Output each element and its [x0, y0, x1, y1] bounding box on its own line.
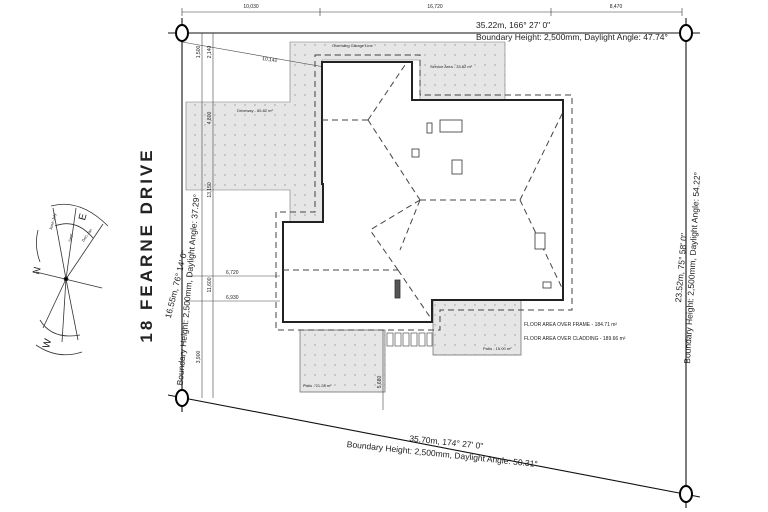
- street-title: 18 FEARNE DRIVE: [137, 147, 156, 342]
- compass-north: N: [31, 266, 43, 276]
- dim-top-2: 16,720: [427, 4, 443, 10]
- dim-left-2: 2,140: [207, 46, 213, 59]
- dim-top-3: 8,470: [610, 4, 623, 10]
- patio-left-label: Patio - 21.28 m²: [303, 383, 332, 388]
- boundary-peg-icons: [175, 24, 693, 503]
- dim-left-4: 13,150: [207, 182, 213, 198]
- floor-area-frame: FLOOR AREA OVER FRAME - 184.71 m²: [524, 322, 617, 328]
- dim-diagonal: 10,142: [262, 56, 278, 64]
- compass-east: E: [77, 212, 89, 222]
- patio-right-label: Patio - 15.00 m²: [483, 346, 512, 351]
- fixtures: [394, 119, 552, 299]
- dim-left-5: 11,600: [207, 277, 213, 292]
- dim-offset-1: 6,720: [226, 270, 239, 276]
- dim-left-6: 3,900: [196, 351, 202, 364]
- compass-label-june: June-July: [48, 213, 57, 231]
- compass-icon: [35, 203, 109, 356]
- dim-patio: 5,680: [377, 376, 383, 389]
- compass-west: W: [41, 337, 54, 350]
- top-boundary-daylight: Boundary Height: 2,500mm, Daylight Angle…: [476, 32, 668, 42]
- compass-label-dec: Dec-Jan: [80, 228, 93, 243]
- floor-area-cladding: FLOOR AREA OVER CLADDING - 189.66 m²: [524, 336, 626, 342]
- driveway-label: Driveway - 85.82 m²: [237, 108, 273, 113]
- dim-top-1: 10,030: [243, 4, 259, 10]
- service-area-label: Service Area - 33.82 m²: [430, 64, 473, 69]
- overhang-label: Overhang Garage Line: [332, 43, 373, 48]
- house-walls: [282, 61, 564, 323]
- dim-left-1: 1,500: [196, 46, 202, 59]
- top-boundary-bearing: 35.22m, 166° 27' 0": [476, 20, 550, 30]
- dim-left-3: 4,800: [207, 112, 213, 125]
- boundary: [167, 18, 701, 508]
- patio-left: [299, 329, 386, 393]
- steps: [386, 332, 433, 347]
- roof-lines: [275, 54, 573, 331]
- dim-offset-2: 6,930: [226, 295, 239, 301]
- compass-label-sept: Sept: [67, 232, 74, 242]
- left-dimension-lines: [181, 33, 384, 410]
- top-dimension-line: [181, 8, 683, 16]
